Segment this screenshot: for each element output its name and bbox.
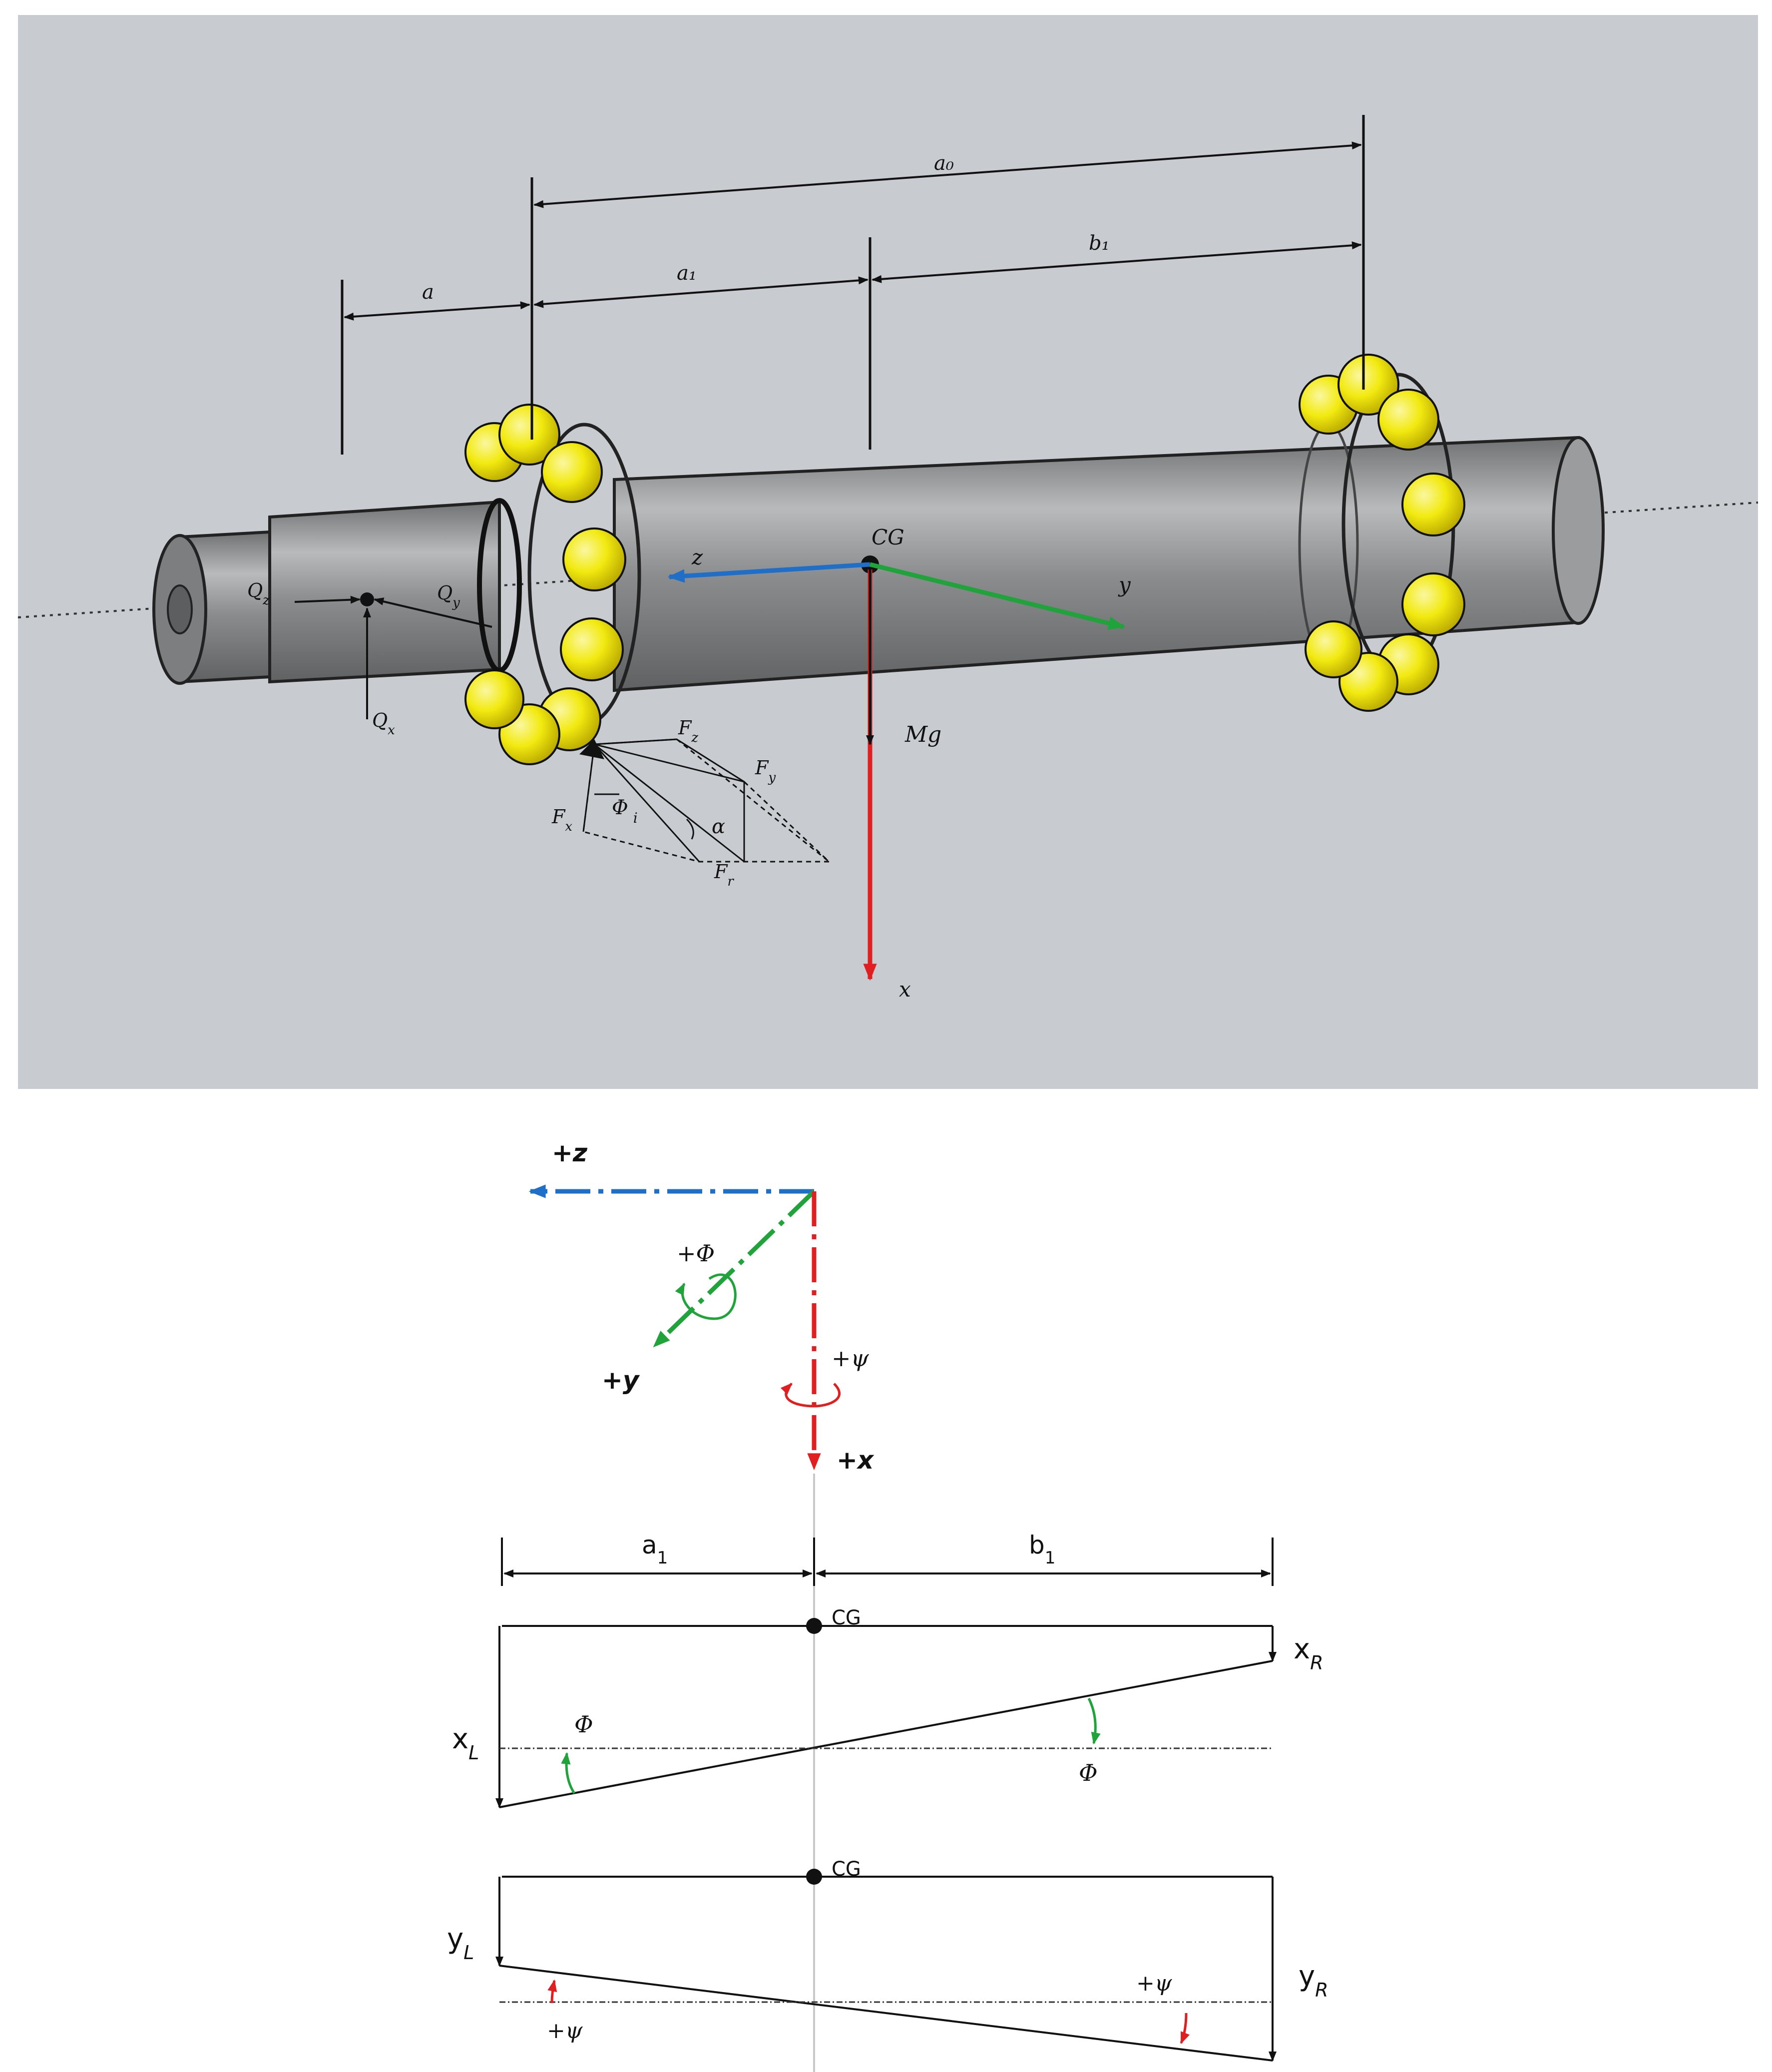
bearing-contact-point [579, 739, 604, 759]
psi-right-arc [1180, 2013, 1190, 2045]
phi-left-arc [561, 1752, 576, 1794]
dim-label-a: a [422, 281, 434, 304]
left-bearing-balls [464, 404, 626, 765]
dimension-extension-lines [341, 115, 1365, 455]
qy-arrow [374, 597, 492, 628]
qx-label: Qx [372, 709, 395, 738]
a1-label: a1 [642, 1531, 668, 1568]
shaft-left-journal [268, 500, 501, 684]
dimension-lines [344, 141, 1362, 321]
cg-label: CG [872, 525, 904, 549]
psi-rotation-arrow [780, 1383, 841, 1408]
y-displacement-diagram: CG yL yR +ψ +ψ [447, 1858, 1329, 2062]
shaft-3d-panel: a a₁ a₀ b₁ CG z y x Mg Qz Qy Qx [17, 15, 1759, 1089]
y-deflected-line [499, 1965, 1273, 2062]
phi-left-label: Φ [574, 1711, 593, 1738]
y-cg-label: CG [832, 1858, 861, 1881]
right-bearing-balls [1299, 354, 1465, 712]
x-cg-label: CG [832, 1606, 861, 1629]
psi-left-arc [547, 1979, 557, 2004]
fy-label: Fy [755, 757, 776, 785]
plus-psi-label: +ψ [832, 1345, 870, 1372]
qz-label: Qz [247, 579, 270, 608]
y-axis-arrow [869, 562, 1126, 630]
y-cg-point [806, 1869, 822, 1885]
plus-z-label: +z [552, 1138, 588, 1167]
fz-label: Fz [678, 717, 698, 745]
x-cg-point [806, 1618, 822, 1634]
bearing-force-diagram [582, 738, 830, 863]
plus-x-label: +x [837, 1446, 875, 1475]
yl-label: yL [447, 1923, 474, 1964]
y-axis-label: y [1118, 572, 1131, 597]
phi-right-arc [1087, 1697, 1101, 1745]
xr-label: xR [1294, 1633, 1324, 1674]
xl-label: xL [452, 1723, 479, 1764]
plus-y-axis [652, 1189, 816, 1348]
alpha-label: α [712, 815, 725, 838]
dim-label-a1: a₁ [677, 262, 697, 285]
dim-label-a0: a₀ [934, 152, 954, 175]
x-deflected-line [499, 1660, 1273, 1808]
shaft-right-end [1552, 436, 1605, 625]
coordinate-system: +z +y +x +Φ +ψ [528, 1138, 875, 1475]
load-point [360, 592, 374, 606]
psi-right-label: +ψ [1136, 1971, 1172, 1996]
plus-y-label: +y [602, 1366, 640, 1395]
dim-label-b1: b₁ [1089, 232, 1110, 255]
psi-left-label: +ψ [547, 2018, 583, 2044]
fr-label: Fr [714, 861, 734, 889]
shaft-left-bore [167, 584, 193, 634]
z-axis-arrow [667, 562, 871, 583]
plus-phi-label: +Φ [677, 1240, 715, 1267]
b1-label: b1 [1029, 1531, 1055, 1568]
x-axis-label: x [899, 977, 911, 1002]
fx-label: Fx [551, 806, 572, 834]
qz-arrow [294, 595, 361, 604]
x-displacement-diagram: a1 b1 CG xL xR Φ Φ [452, 1531, 1324, 1808]
phi-right-label: Φ [1079, 1759, 1098, 1786]
yr-label: yR [1299, 1960, 1329, 2001]
phi-rotation-arrow [675, 1273, 737, 1320]
z-axis-label: z [691, 545, 703, 569]
qy-label: Qy [437, 582, 460, 610]
weight-label: Mg [904, 722, 941, 747]
